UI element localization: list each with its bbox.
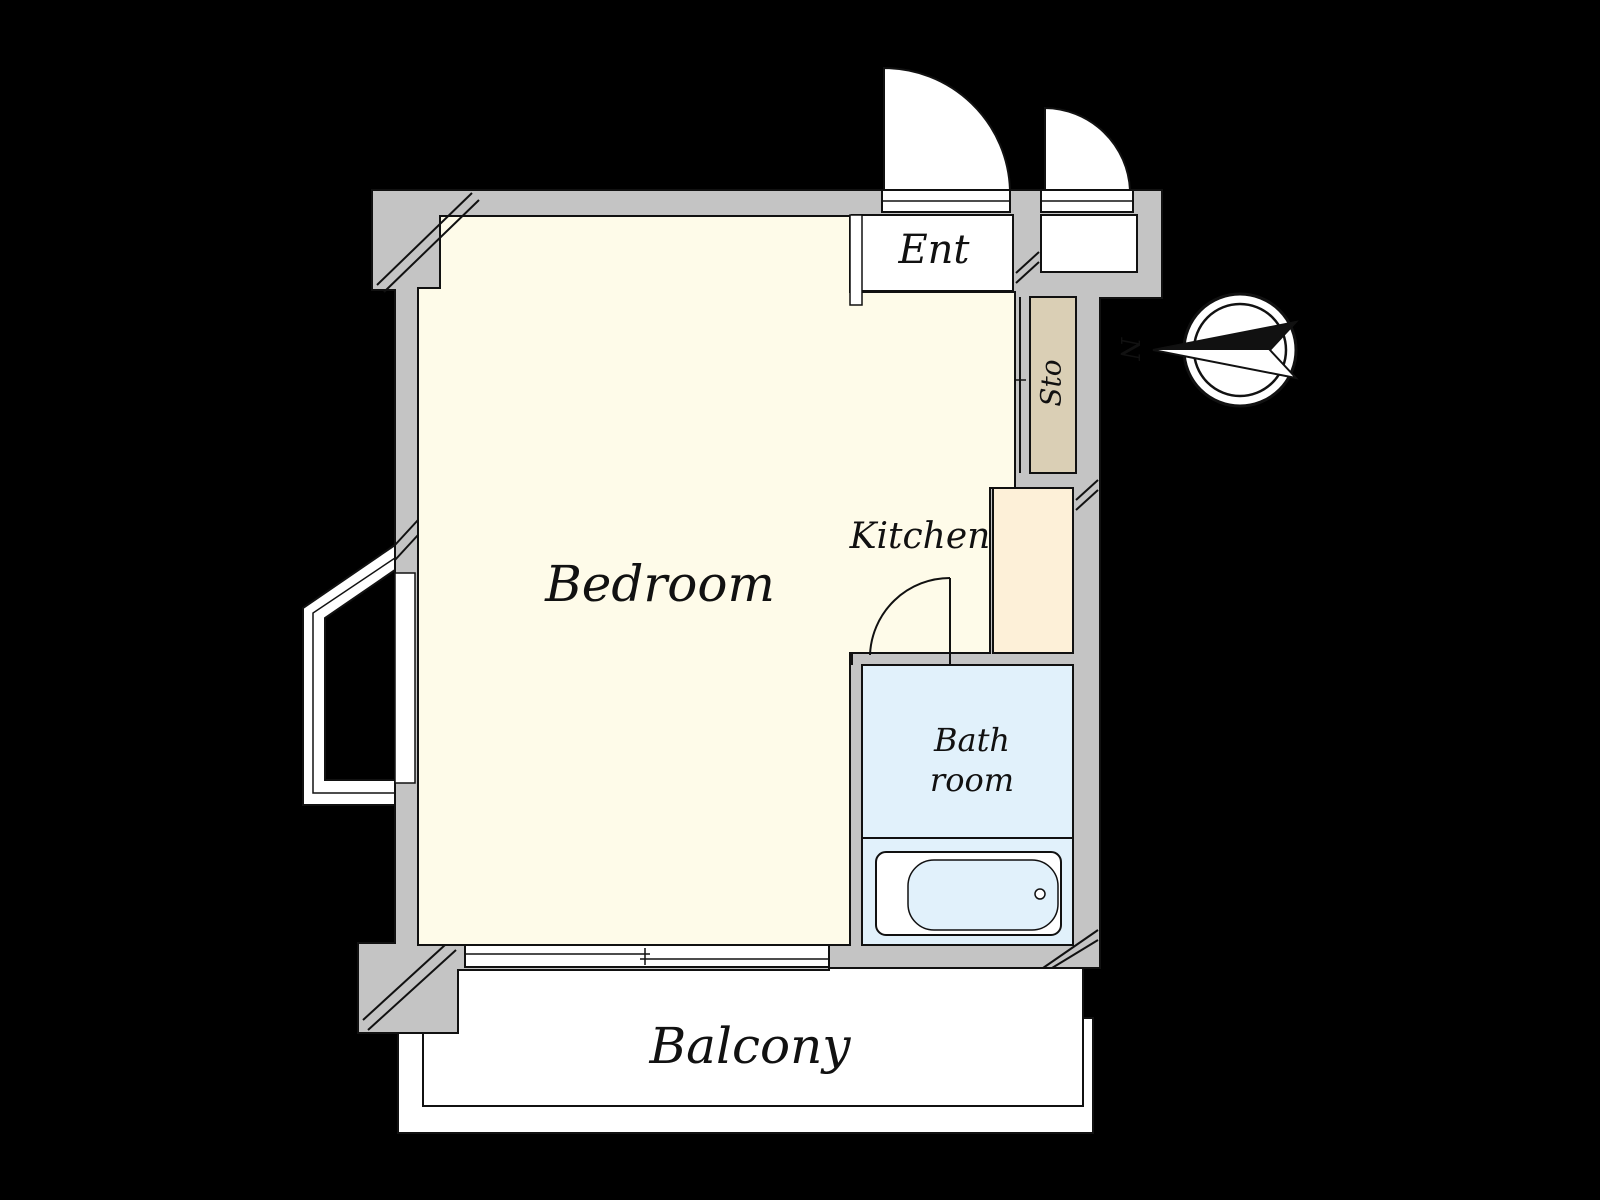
closet-door xyxy=(1040,106,1134,213)
entrance-closet xyxy=(1040,214,1138,273)
kitchen-counter xyxy=(992,487,1074,654)
balcony-label: Balcony xyxy=(648,1017,851,1075)
bathroom-door xyxy=(851,577,951,666)
balcony-sliding-window xyxy=(464,944,830,968)
bay-window xyxy=(302,543,416,806)
entrance-door xyxy=(881,66,1012,213)
bathroom-label-line1: Bath xyxy=(933,721,1010,759)
bathroom xyxy=(861,664,1074,946)
bathroom-label-line2: room xyxy=(930,761,1014,799)
bathtub-basin xyxy=(907,859,1059,931)
bedroom-label: Bedroom xyxy=(544,555,775,613)
storage-label: Sto xyxy=(1035,359,1068,406)
entrance-jamb xyxy=(849,214,863,306)
compass-north-arrow-icon xyxy=(1152,292,1299,408)
entrance-label: Ent xyxy=(897,227,970,273)
wall-hatching xyxy=(362,192,1099,1031)
compass-north-label: N xyxy=(1114,337,1144,362)
bathtub-drain xyxy=(1034,888,1046,900)
kitchen-label: Kitchen xyxy=(849,516,991,557)
storage-floor xyxy=(1029,296,1077,474)
entrance-floor xyxy=(851,214,1014,292)
